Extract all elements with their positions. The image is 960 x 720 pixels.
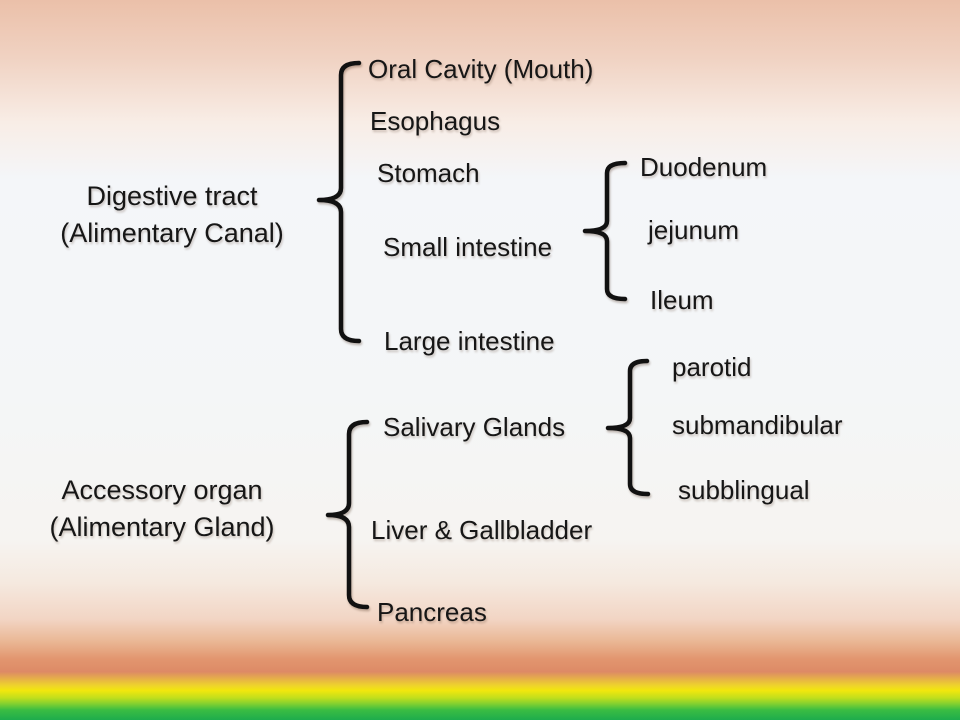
digestive-tract-label-line2: (Alimentary Canal) [60,218,284,248]
node-stomach: Stomach [377,158,480,188]
node-sublingual: subblingual [678,475,810,505]
node-salivary-glands: Salivary Glands [383,412,566,442]
node-ileum: Ileum [650,285,714,315]
node-liver-gallbladder: Liver & Gallbladder [371,515,593,545]
node-small-intestine: Small intestine [383,232,553,262]
small-intestine-brace [582,160,628,302]
node-parotid: parotid [672,352,752,382]
node-oral-cavity: Oral Cavity (Mouth) [368,54,594,84]
digestive-tract-brace [316,60,362,344]
digestive-tract-label-line1: Digestive tract [86,181,258,211]
node-jejunum: jejunum [648,215,740,245]
node-duodenum: Duodenum [640,152,768,182]
node-submandibular: submandibular [672,410,843,440]
accessory-organ-label-line2: (Alimentary Gland) [49,512,275,542]
node-esophagus: Esophagus [370,106,501,136]
node-pancreas: Pancreas [377,597,487,627]
digestive-tract-label: Digestive tract (Alimentary Canal) [20,178,324,252]
accessory-organ-label: Accessory organ (Alimentary Gland) [10,472,314,546]
accessory-organ-brace [325,419,370,610]
salivary-glands-brace [605,358,651,497]
accessory-organ-label-line1: Accessory organ [61,475,263,505]
node-large-intestine: Large intestine [384,326,555,356]
